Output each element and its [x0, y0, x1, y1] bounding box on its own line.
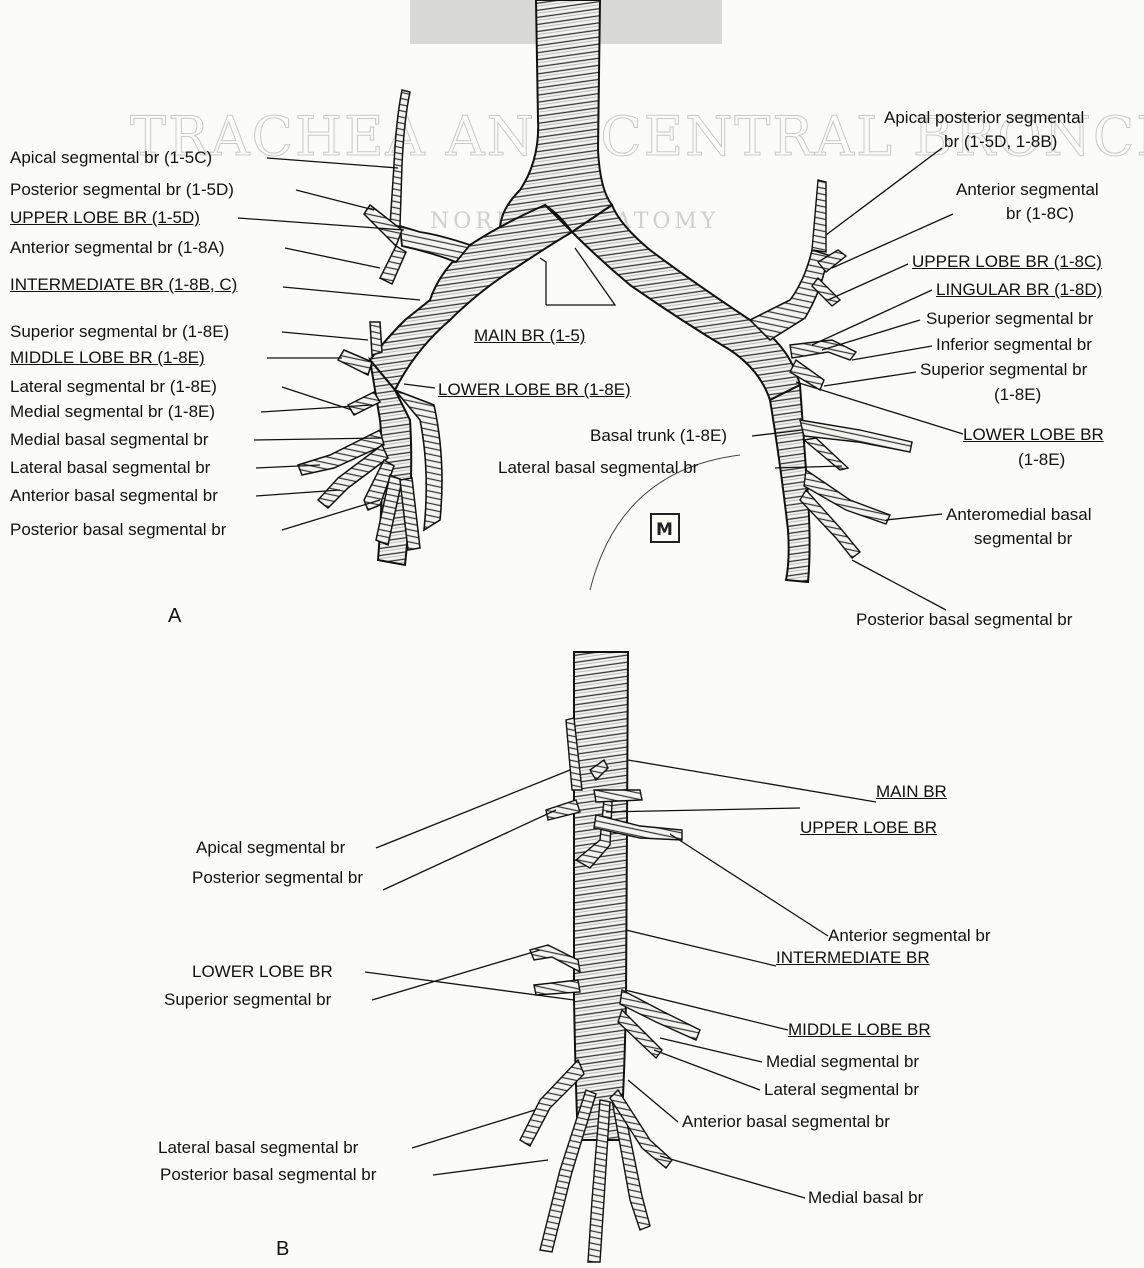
label-lateral-basal-segmental-br: Lateral basal segmental br [10, 458, 210, 478]
publisher-logo-letter: M [656, 520, 673, 540]
label-anterior-segmental-line2: br (1-8C) [1006, 204, 1074, 224]
label-apical-posterior-line2: br (1-5D, 1-8B) [944, 132, 1057, 152]
label-b-medial-basal: Medial basal br [808, 1188, 923, 1208]
panel-b-tree [520, 652, 700, 1262]
label-b-posterior-basal-segmental: Posterior basal segmental br [160, 1165, 376, 1185]
panel-a-tag: A [168, 605, 181, 628]
label-b-intermediate-br: INTERMEDIATE BR [776, 948, 930, 968]
label-anteromedial-basal-line1: Anteromedial basal [946, 505, 1092, 525]
label-lingular-br: LINGULAR BR (1-8D) [936, 280, 1102, 300]
label-inferior-segmental-br: Inferior segmental br [936, 335, 1092, 355]
label-b-middle-lobe-br: MIDDLE LOBE BR [788, 1020, 931, 1040]
label-posterior-basal-segmental-br: Posterior basal segmental br [10, 520, 226, 540]
label-lateral-basal-segmental-left: Lateral basal segmental br [498, 458, 698, 478]
label-middle-lobe-br: MIDDLE LOBE BR (1-8E) [10, 348, 205, 368]
label-b-superior-segmental: Superior segmental br [164, 990, 331, 1010]
label-superior-segmental-br-lingular: Superior segmental br [926, 309, 1093, 329]
label-upper-lobe-br-left: UPPER LOBE BR (1-8C) [912, 252, 1102, 272]
label-lateral-segmental-br: Lateral segmental br (1-8E) [10, 377, 217, 397]
label-main-br: MAIN BR (1-5) [474, 326, 585, 346]
label-intermediate-br: INTERMEDIATE BR (1-8B, C) [10, 275, 237, 295]
label-basal-trunk: Basal trunk (1-8E) [590, 426, 727, 446]
label-b-lateral-basal-segmental: Lateral basal segmental br [158, 1138, 358, 1158]
label-posterior-basal-segmental-br-left: Posterior basal segmental br [856, 610, 1072, 630]
label-superior-segmental-br-lower-line1: Superior segmental br [920, 360, 1087, 380]
label-b-lower-lobe-br: LOWER LOBE BR [192, 962, 333, 982]
label-posterior-segmental-br: Posterior segmental br (1-5D) [10, 180, 234, 200]
label-b-main-br: MAIN BR [876, 782, 947, 802]
label-anterior-segmental-line1: Anterior segmental [956, 180, 1099, 200]
label-lower-lobe-br-left-line1: LOWER LOBE BR [963, 425, 1104, 445]
label-b-lateral-segmental: Lateral segmental br [764, 1080, 919, 1100]
label-b-upper-lobe-br: UPPER LOBE BR [800, 818, 937, 838]
label-superior-segmental-br-lower-line2: (1-8E) [994, 385, 1041, 405]
label-lower-lobe-br-left-line2: (1-8E) [1018, 450, 1065, 470]
label-b-medial-segmental: Medial segmental br [766, 1052, 919, 1072]
label-medial-segmental-br: Medial segmental br (1-8E) [10, 402, 215, 422]
label-apical-posterior-line1: Apical posterior segmental [884, 108, 1084, 128]
label-anterior-basal-segmental-br: Anterior basal segmental br [10, 486, 218, 506]
label-b-anterior-segmental: Anterior segmental br [828, 926, 991, 946]
label-b-posterior-segmental: Posterior segmental br [192, 868, 363, 888]
label-upper-lobe-br: UPPER LOBE BR (1-5D) [10, 208, 200, 228]
label-apical-segmental-br: Apical segmental br (1-5C) [10, 148, 212, 168]
label-b-anterior-basal-segmental: Anterior basal segmental br [682, 1112, 890, 1132]
label-superior-segmental-br: Superior segmental br (1-8E) [10, 322, 229, 342]
panel-b-tag: B [276, 1238, 289, 1261]
label-b-apical-segmental: Apical segmental br [196, 838, 345, 858]
label-anteromedial-basal-line2: segmental br [974, 529, 1072, 549]
label-lower-lobe-br-right: LOWER LOBE BR (1-8E) [438, 380, 631, 400]
label-anterior-segmental-br: Anterior segmental br (1-8A) [10, 238, 224, 258]
label-medial-basal-segmental-br: Medial basal segmental br [10, 430, 208, 450]
